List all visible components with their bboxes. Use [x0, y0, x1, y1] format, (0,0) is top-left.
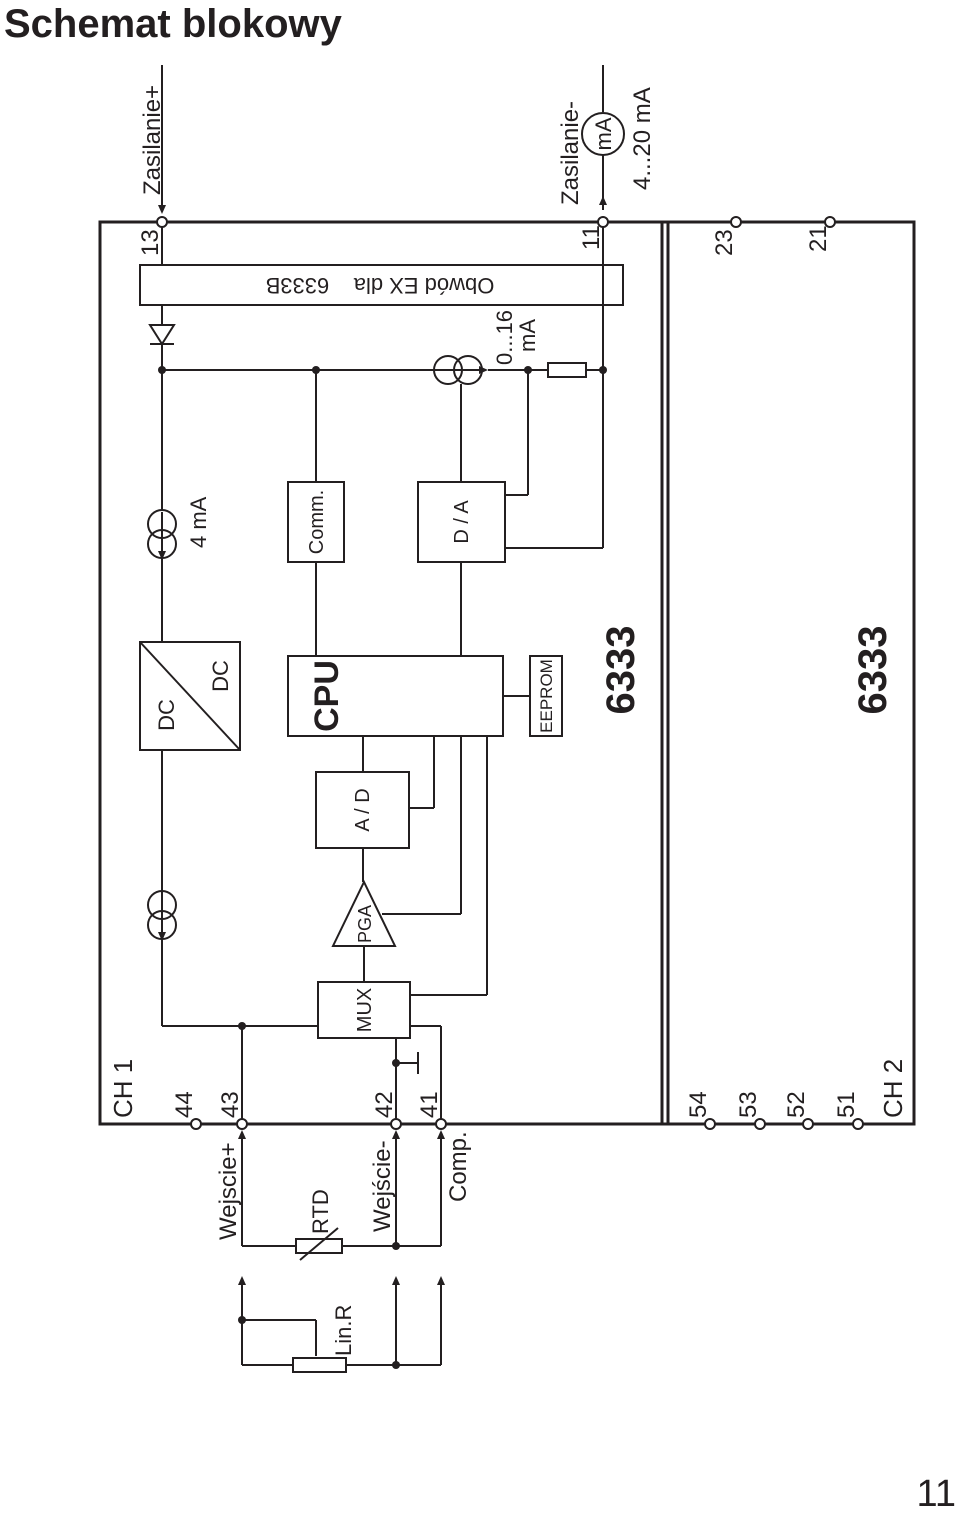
terminal-52 — [802, 1118, 814, 1130]
rtd-label: RTD — [308, 1189, 333, 1234]
terminal-21-label: 21 — [805, 225, 832, 252]
model-ch2-label: 6333 — [851, 626, 895, 715]
supply-minus-label: Zasilanie- — [557, 101, 584, 205]
terminal-23-label: 23 — [711, 229, 738, 256]
terminal-53 — [754, 1118, 766, 1130]
range-016-label: 0...16 — [492, 310, 517, 365]
mux-label: MUX — [354, 988, 376, 1032]
terminal-53-label: 53 — [735, 1091, 762, 1118]
ch1-label: CH 1 — [108, 1059, 138, 1118]
cpu-label: CPU — [308, 660, 346, 732]
terminal-11 — [597, 216, 609, 228]
terminal-54 — [704, 1118, 716, 1130]
comp-label: Comp. — [445, 1131, 472, 1202]
loop-range-label: 4...20 mA — [629, 87, 656, 190]
current-4ma-label: 4 mA — [186, 496, 211, 548]
resistor-icon — [547, 362, 587, 378]
terminal-21 — [824, 216, 836, 228]
eeprom-label: EEPROM — [537, 659, 556, 733]
terminal-43-label: 43 — [217, 1091, 244, 1118]
terminal-54-label: 54 — [685, 1091, 712, 1118]
dc-in-label: DC — [154, 699, 179, 731]
terminal-51 — [852, 1118, 864, 1130]
ex-circuit-box — [139, 264, 624, 306]
range-016-unit-label: mA — [515, 319, 540, 352]
page-number: 11 — [916, 1473, 956, 1515]
ma-meter-label: mA — [591, 117, 616, 150]
terminal-43 — [236, 1118, 248, 1130]
input-plus-label: Wejscie+ — [215, 1142, 242, 1240]
rtd-resistor-icon — [295, 1238, 343, 1254]
terminal-44-label: 44 — [171, 1091, 198, 1118]
da-label: D / A — [451, 500, 473, 544]
terminal-13 — [156, 216, 168, 228]
terminal-42 — [390, 1118, 402, 1130]
lin-r-label: Lin.R — [331, 1305, 356, 1356]
ad-label: A / D — [352, 788, 374, 831]
terminal-41 — [435, 1118, 447, 1130]
dc-out-label: DC — [208, 660, 233, 692]
comm-label: Comm. — [306, 490, 328, 554]
diode-icon — [148, 324, 176, 346]
ch2-label: CH 2 — [878, 1059, 908, 1118]
page-title: Schemat blokowy — [4, 2, 342, 46]
module-outline — [98, 220, 916, 1126]
dcdc-converter-box — [139, 641, 241, 751]
ex-circuit-label: Obwód EX dla 6333B — [266, 273, 495, 298]
lin-r-resistor-icon — [292, 1357, 347, 1373]
terminal-11-label: 11 — [578, 225, 605, 250]
terminal-41-label: 41 — [416, 1091, 443, 1118]
input-minus-label: Wejście- — [369, 1140, 396, 1232]
pga-label: PGA — [355, 905, 375, 943]
terminal-23 — [730, 216, 742, 228]
terminal-51-label: 51 — [833, 1091, 860, 1118]
terminal-13-label: 13 — [137, 229, 164, 256]
supply-plus-label: Zasilanie+ — [139, 85, 166, 195]
model-ch1-label: 6333 — [599, 626, 643, 715]
mux-box — [317, 981, 411, 1039]
terminal-42-label: 42 — [371, 1091, 398, 1118]
terminal-44 — [190, 1118, 202, 1130]
terminal-52-label: 52 — [783, 1091, 810, 1118]
